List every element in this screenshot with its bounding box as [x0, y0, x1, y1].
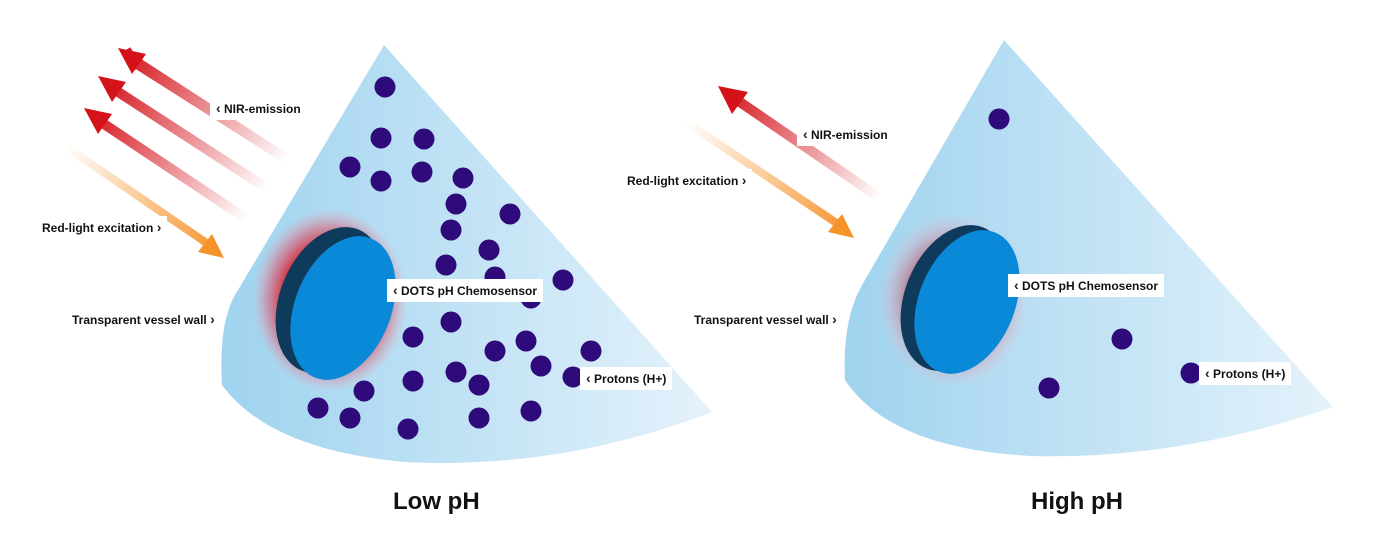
excitation-arrow-shaft [683, 118, 841, 228]
proton-dot [435, 254, 457, 276]
proton-dot [1038, 377, 1060, 399]
protons-label-text: Protons (H+) [1213, 367, 1286, 381]
proton-dot [499, 203, 521, 225]
proton-dot [1111, 328, 1133, 350]
panel-caption: High pH [1031, 488, 1123, 515]
chevron-left-icon: ‹ [586, 370, 591, 386]
chevron-left-icon: ‹ [803, 126, 808, 142]
chevron-left-icon: ‹ [216, 100, 221, 116]
proton-dot [552, 269, 574, 291]
proton-dot [515, 330, 537, 352]
proton-dot [440, 219, 462, 241]
proton-dot [445, 193, 467, 215]
protons-high [988, 108, 1202, 399]
proton-dot [562, 366, 584, 388]
proton-dot [339, 407, 361, 429]
excitation-arrow-head [828, 214, 854, 238]
proton-dot [339, 156, 361, 178]
proton-dot [445, 361, 467, 383]
sensor-label: ‹ DOTS pH Chemosensor [387, 279, 544, 302]
emission-label: ‹ NIR-emission [210, 97, 307, 120]
proton-dot [452, 167, 474, 189]
emission-arrows [84, 47, 288, 223]
sensor-label-text: DOTS pH Chemosensor [401, 284, 538, 298]
proton-dot [413, 128, 435, 150]
proton-dot [520, 400, 542, 422]
emission-arrow-head [84, 108, 112, 134]
emission-arrow [109, 83, 268, 192]
proton-dot [353, 380, 375, 402]
emission-arrows [718, 86, 883, 203]
proton-dot [397, 418, 419, 440]
sensor-disk-face [914, 230, 1020, 374]
vessel-label-text: Transparent vessel wall [694, 313, 829, 327]
panel-low-ph [62, 45, 713, 463]
panel-high-ph [683, 40, 1333, 457]
vessel-label: Transparent vessel wall › [66, 308, 221, 331]
proton-dot [468, 374, 490, 396]
proton-dot [374, 76, 396, 98]
excitation-arrow [62, 142, 224, 258]
proton-dot [411, 161, 433, 183]
proton-dot [580, 340, 602, 362]
excitation-label-text: Red-light excitation [627, 174, 739, 188]
proton-dot [402, 370, 424, 392]
protons-label: ‹ Protons (H+) [580, 367, 673, 390]
chevron-right-icon: › [210, 311, 215, 327]
proton-dot [530, 355, 552, 377]
excitation-label-text: Red-light excitation [42, 221, 154, 235]
chevron-right-icon: › [156, 219, 162, 235]
proton-dot [440, 311, 462, 333]
excitation-label: Red-light excitation › [621, 169, 753, 192]
proton-dot [307, 397, 329, 419]
emission-arrow-head [98, 76, 126, 102]
proton-dot [468, 407, 490, 429]
sensor-label: ‹ DOTS pH Chemosensor [1008, 274, 1165, 297]
protons-label-text: Protons (H+) [594, 372, 667, 386]
excitation-label: Red-light excitation › [36, 216, 168, 239]
proton-dot [370, 170, 392, 192]
protons-label: ‹ Protons (H+) [1199, 362, 1292, 385]
chevron-left-icon: ‹ [1014, 277, 1019, 293]
proton-dot [402, 326, 424, 348]
proton-dot [478, 239, 500, 261]
excitation-arrow [683, 118, 854, 238]
chevron-left-icon: ‹ [1205, 365, 1210, 381]
proton-dot [1180, 362, 1202, 384]
emission-arrow [95, 115, 248, 223]
chevron-right-icon: › [741, 172, 747, 188]
proton-dot [370, 127, 392, 149]
excitation-arrow-head [198, 234, 224, 258]
emission-label-text: NIR-emission [224, 102, 301, 116]
emission-arrow-head [718, 86, 748, 114]
vessel-label-text: Transparent vessel wall [72, 313, 207, 327]
sensor-label-text: DOTS pH Chemosensor [1022, 279, 1159, 293]
emission-label: ‹ NIR-emission [797, 123, 894, 146]
sensor-disk-face [290, 236, 396, 380]
chevron-right-icon: › [832, 311, 837, 327]
vessel-label: Transparent vessel wall › [688, 308, 843, 331]
protons-low [307, 76, 602, 440]
chevron-left-icon: ‹ [393, 282, 398, 298]
panel-caption: Low pH [393, 488, 480, 515]
excitation-arrow-shaft [62, 142, 211, 248]
emission-label-text: NIR-emission [811, 128, 888, 142]
emission-arrow-head [118, 48, 146, 74]
proton-dot [988, 108, 1010, 130]
emission-arrow [731, 93, 883, 203]
proton-dot [484, 340, 506, 362]
